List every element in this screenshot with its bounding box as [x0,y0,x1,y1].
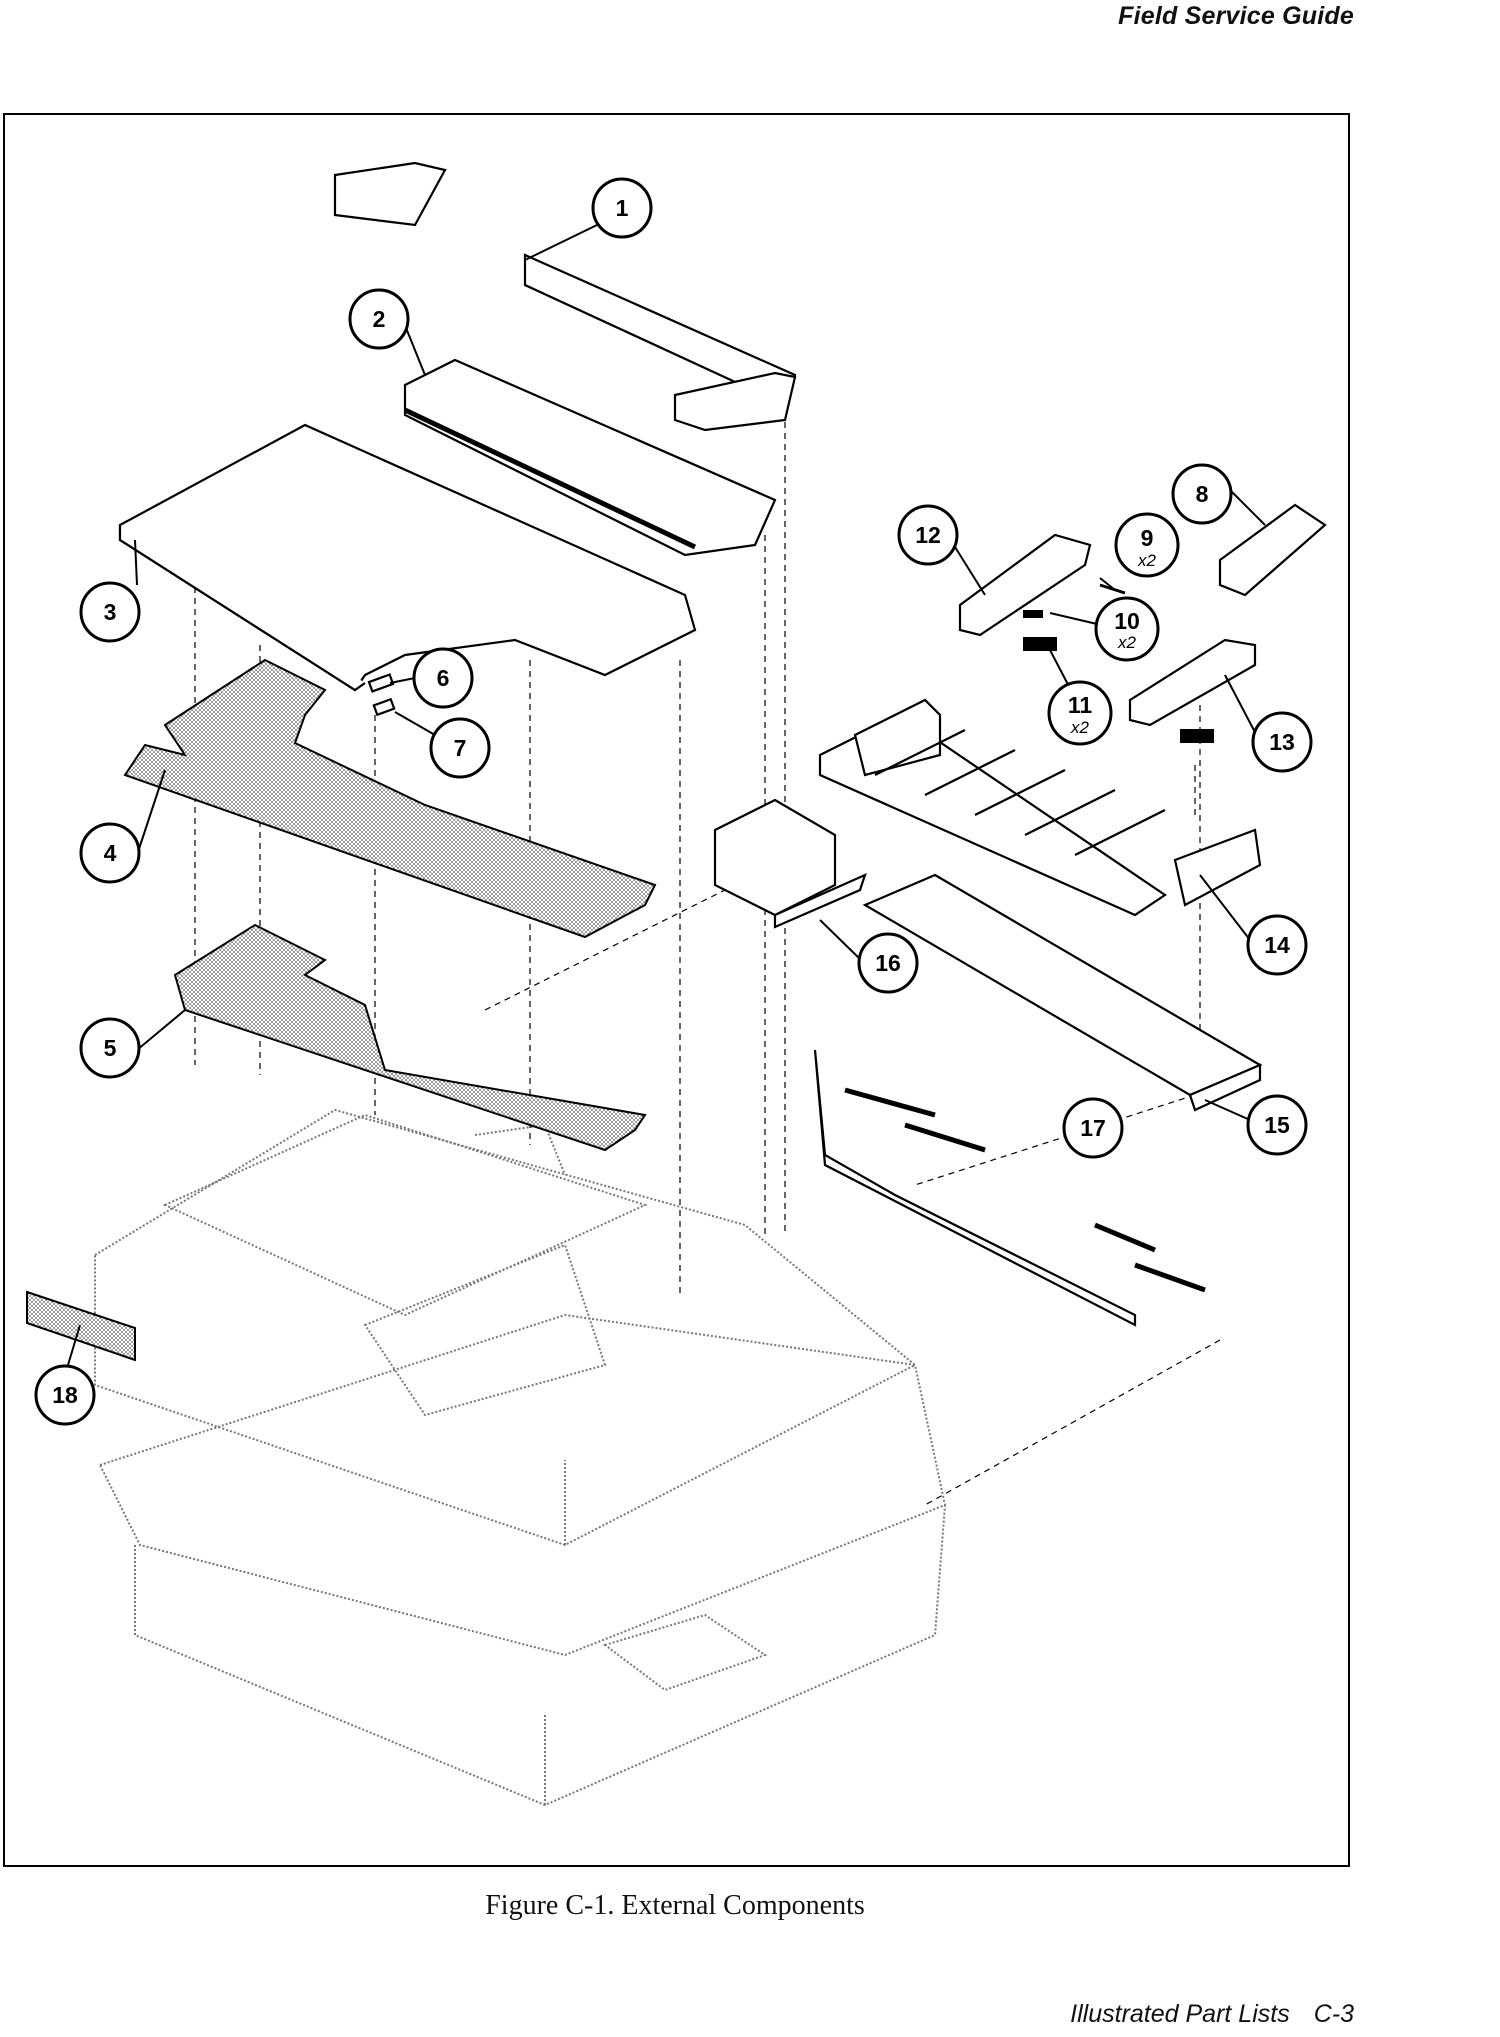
svg-text:5: 5 [104,1035,117,1061]
part-5-insulator-sheet [173,923,647,1152]
svg-text:16: 16 [875,950,901,976]
part-17-shield [813,1049,1206,1327]
running-header: Field Service Guide [1118,2,1354,30]
part-6 [367,673,395,693]
part-3-main-cover [118,423,697,692]
callout-15: 15 [1246,1094,1308,1156]
part-14-roller-assembly [818,698,1262,917]
callout-1: 1 [591,177,653,239]
part-1-top-cover [333,161,797,432]
svg-text:9: 9 [1141,525,1154,551]
lower-housing [98,1313,947,1807]
callout-6: 6 [412,647,474,709]
part-16-bracket [713,798,867,929]
part-18-label [26,1290,136,1362]
callout-7: 7 [429,717,491,779]
svg-text:10: 10 [1114,608,1140,634]
svg-text:3: 3 [104,599,117,625]
part-8-cover [1218,503,1327,597]
callout-14: 14 [1246,914,1308,976]
callout-2: 2 [348,288,410,350]
svg-text:15: 15 [1264,1112,1290,1138]
callout-13: 13 [1251,711,1313,773]
callout-4: 4 [79,822,141,884]
svg-text:4: 4 [104,840,117,866]
part-2-cover-panel [403,358,777,557]
running-footer: Illustrated Part Lists C-3 [1046,2000,1354,2029]
svg-text:11: 11 [1068,692,1093,718]
callout-5: 5 [79,1017,141,1079]
svg-text:2: 2 [373,306,386,332]
svg-text:12: 12 [915,522,941,548]
svg-text:1: 1 [616,195,629,221]
part-13-guide [1128,638,1257,727]
part-10-spring [1023,610,1043,618]
part-12-guide [958,533,1092,637]
callout-8: 8 [1171,463,1233,525]
svg-text:17: 17 [1080,1115,1106,1141]
svg-text:x2: x2 [1070,718,1090,737]
main-chassis [94,1108,917,1547]
callout-9: 9x2 [1114,512,1180,578]
svg-text:8: 8 [1196,481,1209,507]
figure-caption: Figure C-1. External Components [485,1890,865,1921]
callout-18: 18 [34,1364,96,1426]
footer-section: Illustrated Part Lists [1070,2000,1290,2028]
callout-leaders [64,224,1266,1376]
svg-text:6: 6 [437,665,450,691]
part-11-roller [1023,637,1214,743]
svg-text:14: 14 [1264,932,1290,958]
svg-text:x2: x2 [1137,551,1157,570]
callout-3: 3 [79,581,141,643]
svg-text:18: 18 [52,1382,78,1408]
callout-16: 16 [857,932,919,994]
part-7 [372,697,396,717]
svg-text:7: 7 [454,735,467,761]
part-4-insulator-sheet [123,658,657,939]
callout-17: 17 [1062,1097,1124,1159]
part-15-tray [862,873,1263,1112]
svg-text:x2: x2 [1117,633,1137,652]
footer-page-number: C-3 [1313,2000,1354,2028]
svg-text:13: 13 [1269,729,1295,755]
callout-12: 12 [897,504,959,566]
